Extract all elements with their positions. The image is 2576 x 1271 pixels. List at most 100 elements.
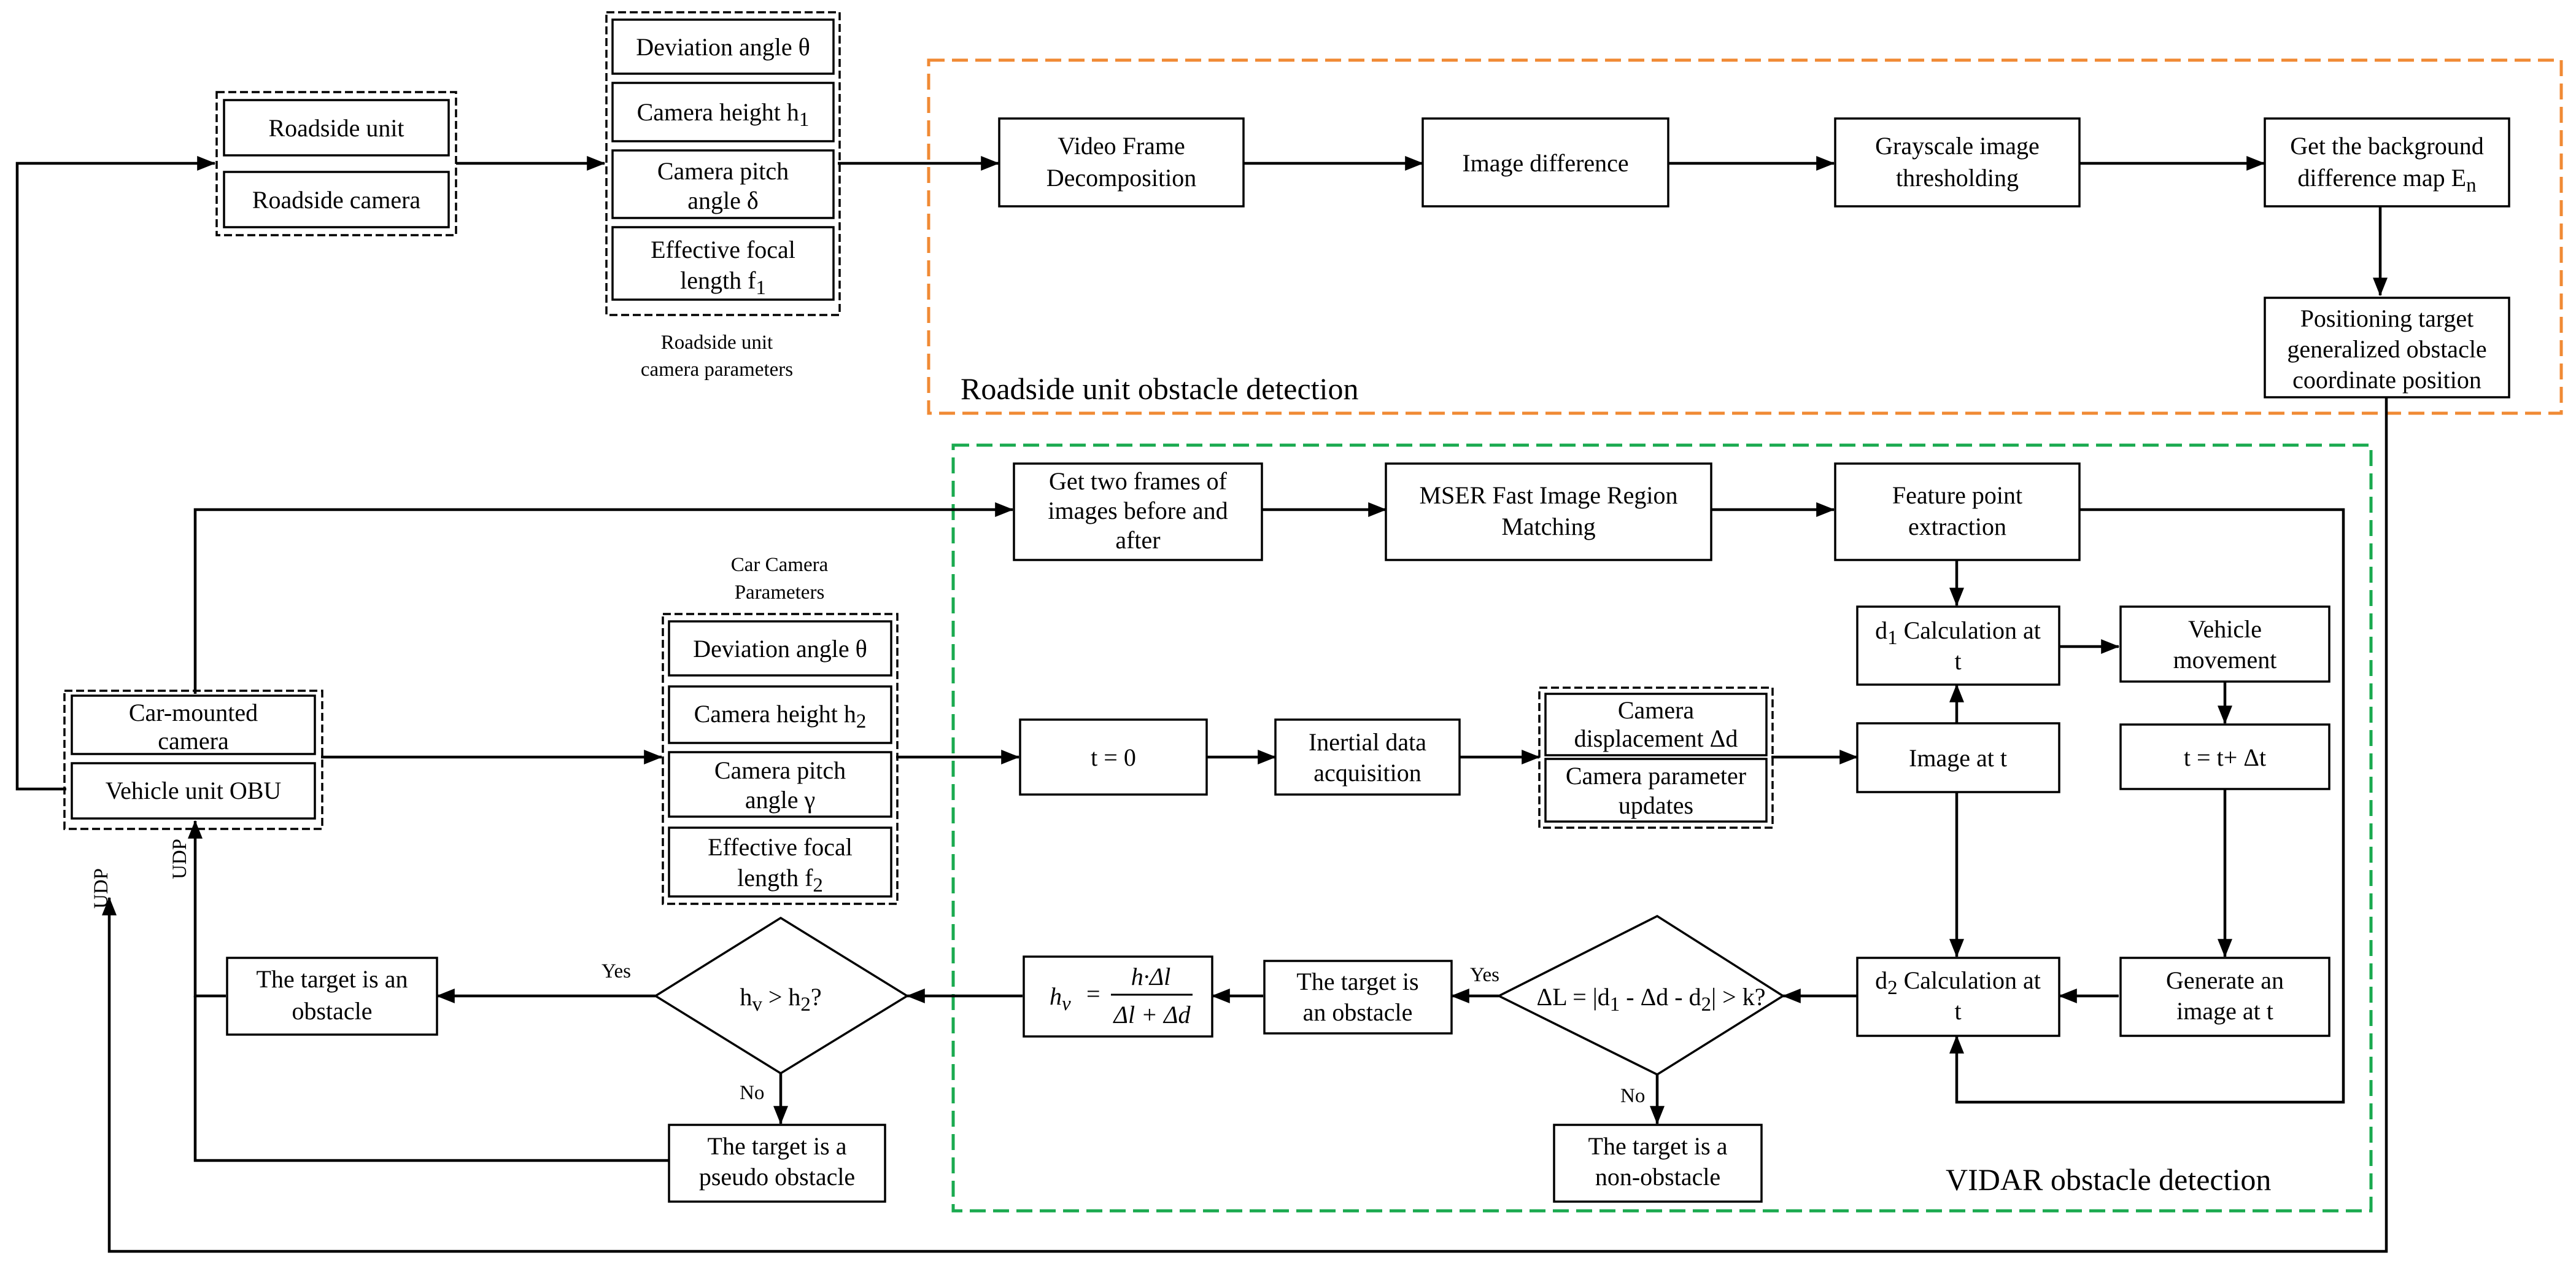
roadside-focal-line2: length f1 [680,266,766,299]
car-camera-line2: camera [158,727,229,755]
udp-return-path [102,395,2388,1253]
arrow-camera-to-two-frames [193,502,1014,694]
movement-line1: Vehicle [2188,615,2262,643]
roadside-focal-line1: Effective focal [651,236,795,263]
image-at-t-box [1856,722,2060,793]
vidar-detection-region [951,443,2373,1213]
hv-no-label: No [740,1082,764,1104]
formula-denominator: Δl + Δd [1112,1001,1191,1028]
car-params-group: Car Camera Parameters Deviation angle θ … [662,554,899,905]
roadside-deviation-label: Deviation angle θ [636,33,810,61]
pseudo-obstacle-box [668,1124,886,1203]
car-camera-line1: Car-mounted [129,699,258,726]
roadside-pitch-line2: angle δ [687,187,758,214]
vidar-obstacle-line2: an obstacle [1303,998,1413,1026]
roadside-focal-box [611,226,835,301]
car-params-frame [662,613,899,905]
car-focal-line2: length f2 [737,864,823,896]
inertial-line2: acquisition [1313,759,1421,787]
arrow-vehicle-to-roadside [15,156,216,791]
inertial-box [1274,718,1461,796]
roadside-group: Roadside unit Roadside camera [215,91,457,236]
car-focal-line1: Effective focal [708,833,853,861]
pseudo-obstacle-line1: The target is a [708,1132,847,1160]
d2-line1: d2 Calculation at [1875,966,2041,999]
roadside-region-label: Roadside unit obstacle detection [961,371,1358,406]
roadside-flow: Video Frame Decomposition Image differen… [998,117,2510,398]
roadside-deviation-box [611,18,835,75]
hv-decision-diamond [653,916,910,1075]
vidar-region-label: VIDAR obstacle detection [1946,1162,2271,1197]
two-frames-line3: after [1115,526,1160,554]
displacement-group-frame [1538,686,1774,829]
t-next-box [2119,723,2330,790]
roadside-height-box [611,82,835,142]
car-camera-box [71,694,316,755]
param-updates-box [1544,758,1768,823]
image-difference-label: Image difference [1462,149,1628,177]
non-obstacle-line1: The target is a [1588,1132,1728,1160]
roadside-camera-label: Roadside camera [252,186,421,214]
final-obstacle-box [226,957,438,1036]
background-map-line2: difference map En [2297,164,2476,196]
roadside-unit-box [223,99,450,157]
generate-line2: image at t [2176,997,2273,1025]
positioning-line2: generalized obstacle [2287,335,2486,363]
car-pitch-box [668,751,892,818]
dl-decision-label: ΔL = |d1 - Δd - d2| > k? [1537,983,1766,1016]
car-params-caption-2: Parameters [735,581,825,604]
connectors [15,156,2388,1253]
displacement-line1: Camera [1618,696,1695,724]
vehicle-group: Car-mounted camera Vehicle unit OBU [63,690,323,830]
video-decomposition-line2: Decomposition [1046,164,1196,192]
roadside-unit-label: Roadside unit [268,114,404,142]
vidar-flow: Get two frames of images before and afte… [1013,462,2330,1203]
param-updates-line2: updates [1619,791,1693,819]
threshold-box [1834,117,2081,208]
final-obstacle-line1: The target is an [257,965,408,993]
background-map-line1: Get the background [2290,132,2483,160]
udp-label-inner: UDP [169,839,191,879]
obu-label: Vehicle unit OBU [106,777,282,804]
d1-line2: t [1954,647,1961,675]
generate-line1: Generate an [2166,966,2284,994]
generate-box [2119,957,2330,1037]
feature-line1: Feature point [1892,481,2022,509]
roadside-params-caption-1: Roadside unit [661,332,773,354]
threshold-line1: Grayscale image [1875,132,2040,160]
hv-yes-label: Yes [601,960,631,982]
two-frames-box [1013,462,1263,561]
car-pitch-line1: Camera pitch [714,756,846,784]
t0-box [1019,718,1208,796]
car-deviation-label: Deviation angle θ [693,635,867,663]
car-params-caption-1: Car Camera [731,554,829,576]
height-formula-box [1023,955,1213,1038]
roadside-pitch-box [611,149,835,219]
video-decomposition-line1: Video Frame [1058,132,1185,160]
d1-box [1856,605,2060,686]
formula-equals: = [1086,980,1100,1008]
roadside-params-caption-2: camera parameters [641,359,793,381]
roadside-params-group: Deviation angle θ Camera height h1 Camer… [605,11,841,381]
non-obstacle-box [1553,1124,1763,1203]
d1-line1: d1 Calculation at [1875,616,2041,649]
movement-box [2119,605,2330,683]
car-pitch-line2: angle γ [745,786,815,814]
formula-numerator: h·Δl [1131,963,1171,990]
movement-line2: movement [2173,646,2277,674]
mser-box [1385,462,1712,561]
feature-line2: extraction [1908,513,2006,540]
dl-yes-label: Yes [1470,964,1499,986]
vidar-obstacle-line1: The target is [1296,968,1418,995]
feature-box [1834,462,2081,561]
displacement-line2: displacement Δd [1574,725,1738,752]
video-decomposition-box [998,117,1245,208]
arrow-feature-loop-to-d2 [1949,508,2345,1104]
roadside-detection-region [927,58,2563,415]
car-focal-box [668,826,892,898]
displacement-box [1544,693,1768,756]
arrow-obstacle-udp [188,820,226,998]
inertial-line1: Inertial data [1309,728,1426,756]
obu-box [71,762,316,820]
roadside-params-frame [605,11,841,316]
